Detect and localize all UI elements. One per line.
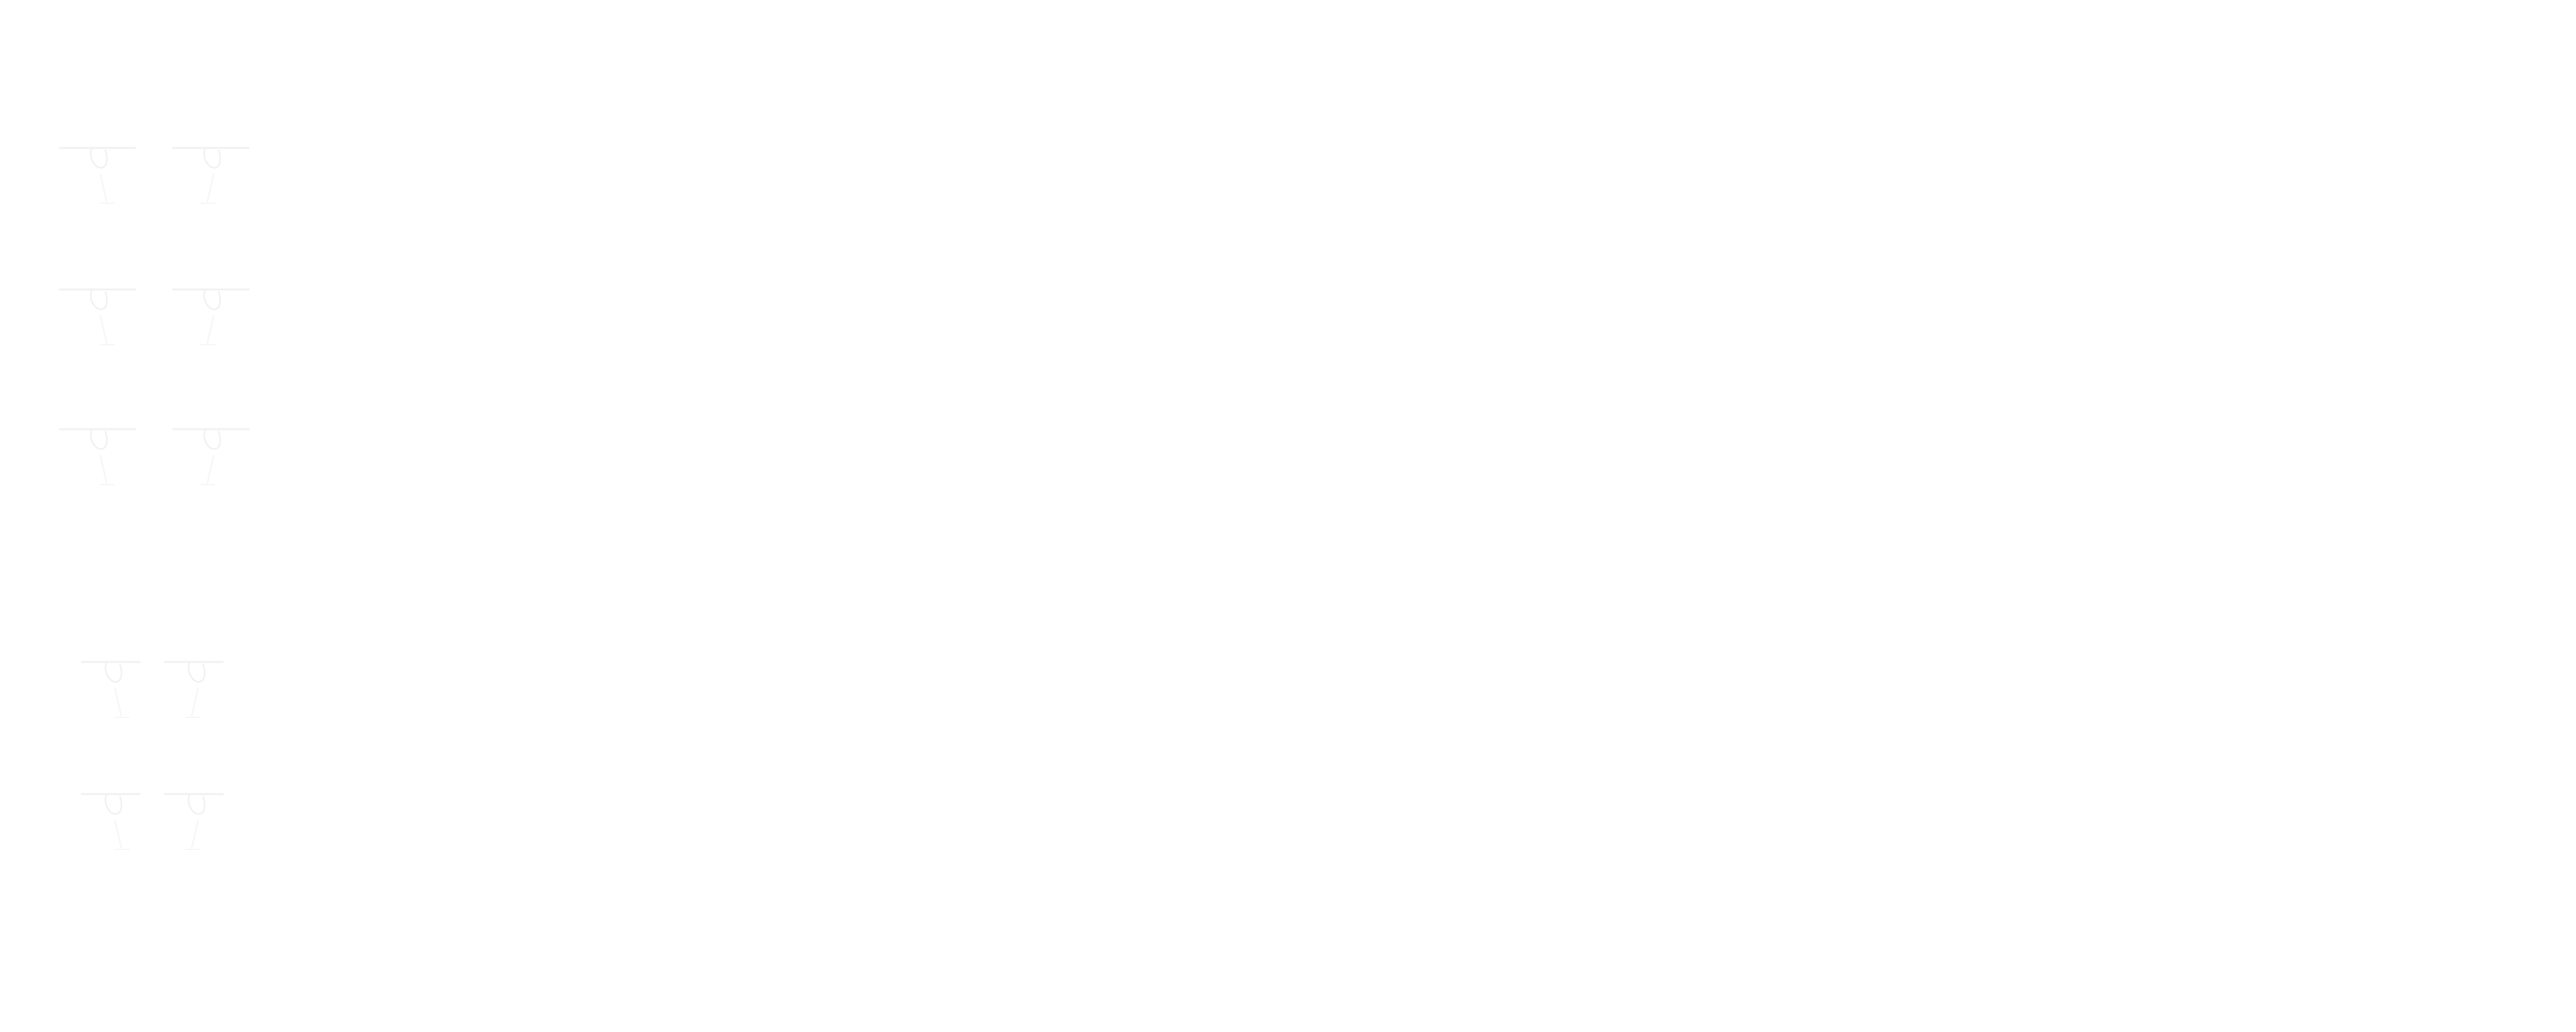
wide-faucet-icon [172, 428, 250, 485]
wide-faucet-icon [59, 288, 137, 345]
wide-faucet-icon [172, 288, 250, 345]
narrow-faucet-icon [81, 661, 141, 718]
wide-faucet-icon [172, 147, 250, 204]
narrow-faucet-icon [81, 793, 141, 850]
glyph-layer [59, 147, 250, 850]
narrow-faucet-icon [164, 793, 224, 850]
wide-faucet-icon [59, 147, 137, 204]
narrow-faucet-icon [164, 661, 224, 718]
wide-faucet-icon [59, 428, 137, 485]
